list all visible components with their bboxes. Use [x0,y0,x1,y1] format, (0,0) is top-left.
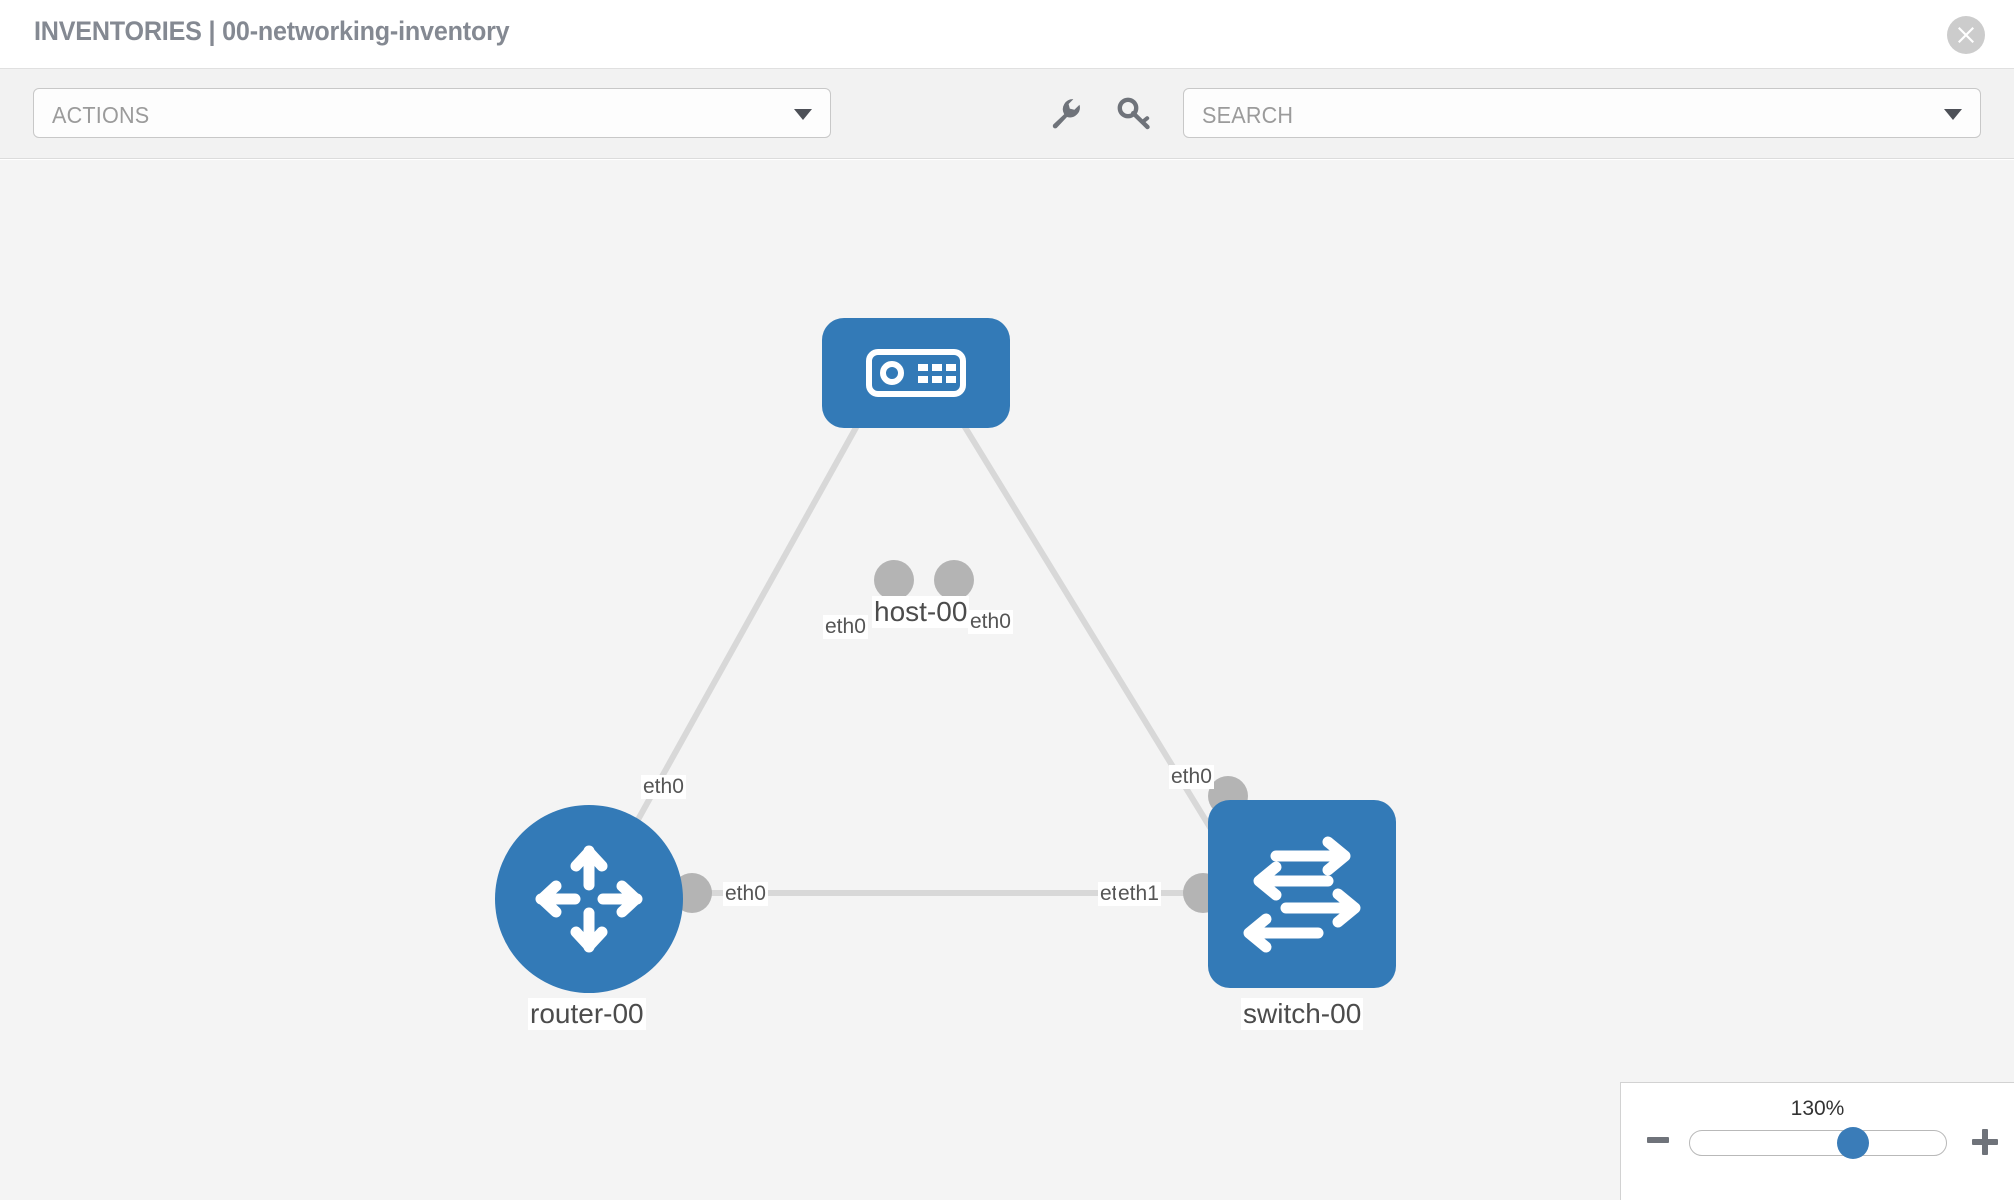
key-icon[interactable] [1117,96,1151,130]
page-title: INVENTORIES | 00-networking-inventory [34,16,510,46]
node-switch-00[interactable] [1208,800,1396,988]
toolbar: ACTIONS SEARCH [0,69,2014,159]
port-host-left[interactable] [874,560,914,600]
switch-arrows-icon [1243,836,1361,953]
topology-edges [607,367,1233,896]
edge-label-switch-left: eth1 [1116,882,1161,907]
chevron-down-icon [794,109,812,120]
zoom-slider-thumb[interactable] [1837,1127,1869,1159]
close-icon[interactable] [1947,16,1985,54]
wrench-glyph [1052,99,1080,129]
node-label-router-00: router-00 [528,998,646,1031]
actions-dropdown-label: ACTIONS [52,102,150,128]
edge-label-router-right: eth0 [723,882,768,907]
topology-canvas[interactable]: host-00 eth0 eth0 router-00 eth0 [0,160,2014,1200]
plus-glyph [1972,1129,1998,1155]
search-placeholder: SEARCH [1202,102,1294,128]
search-input[interactable]: SEARCH [1183,88,1981,138]
node-router-00[interactable] [495,805,683,993]
edge-label-host-left: eth0 [823,615,868,640]
zoom-level-value: 130% [1790,1097,1845,1120]
plus-icon[interactable] [1970,1127,2000,1162]
node-label-host-00: host-00 [872,596,970,629]
router-arrows-icon [535,845,643,953]
key-glyph [1117,97,1150,130]
minus-glyph [1647,1137,1669,1143]
port-host-right[interactable] [934,560,974,600]
minus-icon[interactable] [1645,1127,1671,1158]
wrench-icon[interactable] [1049,96,1083,130]
server-icon [866,349,966,397]
chevron-down-icon [1944,109,1962,120]
actions-dropdown[interactable]: ACTIONS [33,88,831,138]
edge-label-router-up: eth0 [641,775,686,800]
close-x-glyph [1958,27,1974,43]
edge-label-switch-up: eth0 [1169,765,1214,790]
zoom-control-panel: 130% [1620,1082,2014,1200]
node-label-switch-00: switch-00 [1241,998,1364,1031]
edge-label-host-right: eth0 [968,610,1013,635]
node-host-00[interactable] [822,318,1010,428]
zoom-slider[interactable] [1689,1127,1947,1159]
page-header: INVENTORIES | 00-networking-inventory [0,0,2014,69]
